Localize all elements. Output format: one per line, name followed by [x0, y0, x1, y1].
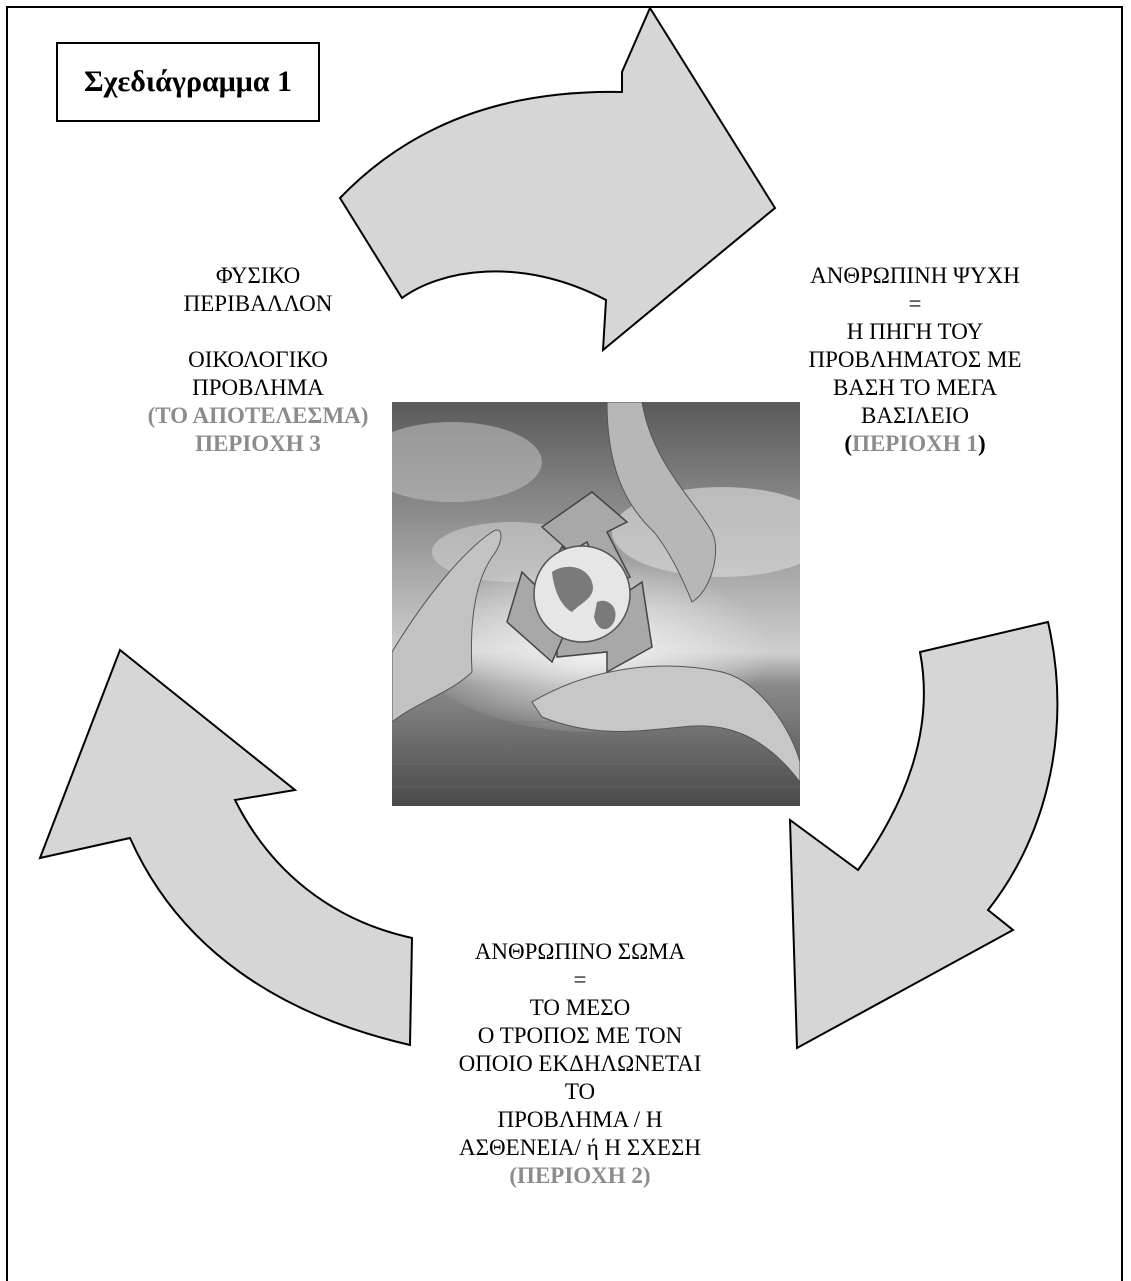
region-2-line-3: ΤΟ ΜΕΣΟ [529, 995, 631, 1020]
region-2-line-8: ΑΣΘΕΝΕΙΑ/ ή Η ΣΧΕΣΗ [459, 1135, 701, 1160]
arrow-left [38, 648, 414, 1047]
region-1-close-paren: ) [977, 431, 986, 456]
region-2-line-2: = [573, 967, 587, 992]
region-1-line-3: Η ΠΗΓΗ ΤΟΥ [846, 319, 984, 344]
diagram-title: Σχεδιάγραμμα 1 [56, 42, 320, 122]
region-2-tag: (ΠΕΡΙΟΧΗ 2) [509, 1163, 651, 1188]
region-1-line-2: = [908, 291, 922, 316]
region-1-line-4: ΠΡΟΒΛΗΜΑΤΟΣ ΜΕ [808, 347, 1022, 372]
region-2-label: ΑΝΘΡΩΠΙΝΟ ΣΩΜΑ = ΤΟ ΜΕΣΟ Ο ΤΡΟΠΟΣ ΜΕ ΤΟΝ… [420, 938, 740, 1190]
region-3-tag: ΠΕΡΙΟΧΗ 3 [195, 431, 321, 456]
region-2-line-7: ΠΡΟΒΛΗΜΑ / Η [497, 1107, 663, 1132]
region-3-line-1: ΦΥΣΙΚΟ [215, 263, 301, 288]
arrow-right [788, 620, 1059, 1050]
region-3-line-3: ΟΙΚΟΛΟΓΙΚΟ [188, 347, 328, 372]
region-2-line-6: ΤΟ [564, 1079, 596, 1104]
recycle-globe-hands-photo [392, 402, 800, 806]
region-1-line-1: ΑΝΘΡΩΠΙΝΗ ΨΥΧΗ [810, 263, 1020, 288]
region-1-open-paren: ( [844, 431, 853, 456]
region-3-label: ΦΥΣΙΚΟ ΠΕΡΙΒΑΛΛΟΝ ΟΙΚΟΛΟΓΙΚΟ ΠΡΟΒΛΗΜΑ (Τ… [128, 262, 388, 458]
region-1-tag: ΠΕΡΙΟΧΗ 1 [852, 431, 978, 456]
region-2-line-1: ΑΝΘΡΩΠΙΝΟ ΣΩΜΑ [474, 939, 686, 964]
region-1-line-5: ΒΑΣΗ ΤΟ ΜΕΓΑ [832, 375, 998, 400]
arrow-top [338, 5, 777, 353]
region-3-line-4: ΠΡΟΒΛΗΜΑ [192, 375, 324, 400]
region-2-line-4: Ο ΤΡΟΠΟΣ ΜΕ ΤΟΝ [477, 1023, 683, 1048]
diagram-frame [6, 6, 1123, 1281]
region-1-line-6: ΒΑΣΙΛΕΙΟ [861, 403, 969, 428]
region-2-line-5: ΟΠΟΙΟ ΕΚΔΗΛΩΝΕΤΑΙ [458, 1051, 702, 1076]
region-3-line-2: ΠΕΡΙΒΑΛΛΟΝ [183, 291, 333, 316]
region-1-label: ΑΝΘΡΩΠΙΝΗ ΨΥΧΗ = Η ΠΗΓΗ ΤΟΥ ΠΡΟΒΛΗΜΑΤΟΣ … [770, 262, 1060, 458]
region-1-tag-line: (ΠΕΡΙΟΧΗ 1) [770, 430, 1060, 458]
region-3-result: (ΤΟ ΑΠΟΤΕΛΕΣΜΑ) [147, 403, 369, 428]
